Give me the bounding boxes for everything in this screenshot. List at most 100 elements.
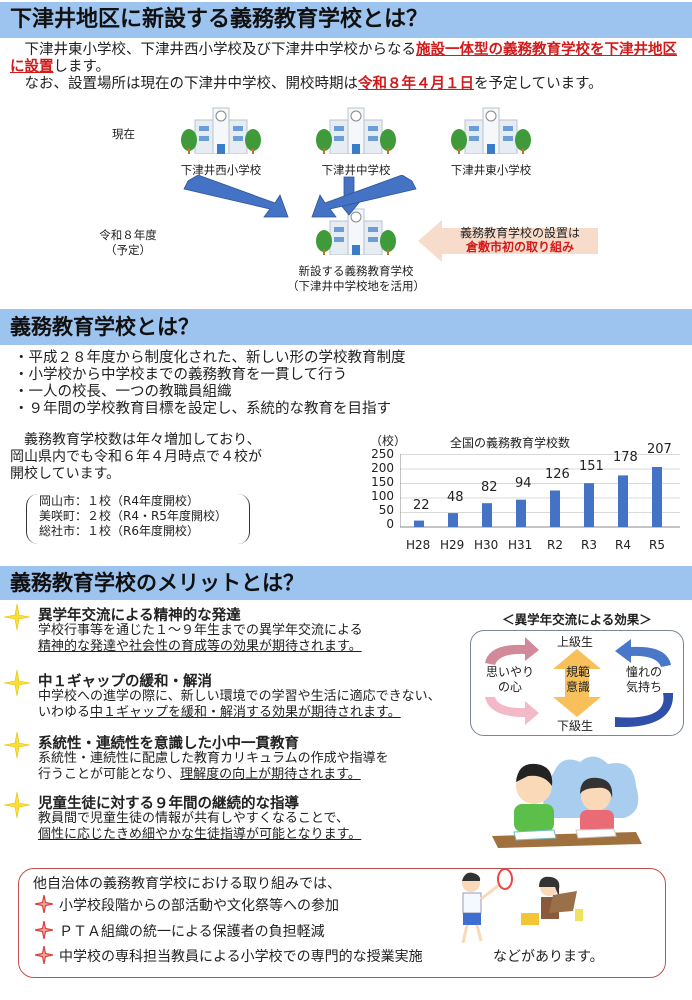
opening-date: 令和８年４月１日 (358, 76, 474, 92)
section-title-merits: 義務教育学校のメリットとは？ (0, 566, 692, 600)
initiative-item: ＰＴＡ組織の統一による保護者の負担軽減 (35, 921, 325, 941)
students-studying-illustration (492, 756, 642, 848)
school-name-east: 下津井東小学校 (450, 163, 532, 177)
list-item: 総社市：１校（R6年度開校） (39, 524, 199, 538)
chart-plot-area (400, 454, 680, 528)
new-school-note: （下津井中学校地を活用） (287, 279, 425, 293)
y-tick: 50 (378, 503, 394, 517)
center-line: 意識 (565, 680, 590, 694)
intro-text: 下津井東小学校、下津井西小学校及び下津井中学校からなる (10, 42, 416, 58)
initiative-item: 小学校段階からの部活動や文化祭等への参加 (35, 895, 339, 915)
growth-paragraph: 義務教育学校数は年々増加しており、 岡山県内でも令和６年４月時点で４校が 開校し… (10, 432, 350, 483)
bullet-item: ・小学校から中学校までの義務教育を一貫して行う (14, 367, 348, 383)
merit-highlight: 精神的な発達や社会性の育成等の効果が期待されます。 (38, 639, 362, 654)
sparkle-red-icon (35, 895, 53, 913)
data-label: 48 (447, 490, 464, 505)
merge-arrows-icon (183, 175, 417, 218)
left-line: 思いやり (485, 665, 534, 679)
merit-highlight: 中１ギャップを緩和・解消する効果が期待されます。 (90, 705, 401, 720)
paragraph-line: 岡山県内でも令和６年４月時点で４校が (10, 449, 262, 465)
x-tick: H28 (406, 538, 431, 552)
data-label: 151 (579, 459, 604, 474)
curved-arrow-navy-icon (615, 693, 674, 727)
upper-grade-label: 上級生 (557, 635, 594, 649)
new-school-label: 新設する義務教育学校 （下津井中学校地を活用） (276, 264, 436, 294)
merit-highlight: 個性に応じたきめ細やかな生徒指導が可能となります。 (38, 827, 362, 842)
initiative-text: 小学校段階からの部活動や文化祭等への参加 (59, 898, 339, 914)
x-tick: R4 (615, 538, 631, 552)
initiative-text: ＰＴＡ組織の統一による保護者の負担軽減 (59, 924, 325, 940)
x-tick: R3 (581, 538, 597, 552)
merit-highlight: 理解度の向上が期待されます。 (180, 767, 361, 782)
label-future-year: 令和８年度 (99, 228, 157, 242)
initiative-text: 中学校の専科担当教員による小学校での専門的な授業実施 (59, 949, 423, 965)
data-label: 126 (545, 467, 570, 482)
data-label: 178 (613, 450, 638, 465)
y-tick: 150 (371, 475, 394, 489)
left-line: の心 (497, 680, 522, 694)
feature-bullets: ・平成２８年度から制度化された、新しい形の学校教育制度 ・小学校から中学校までの… (14, 350, 406, 418)
sparkle-star-icon (4, 792, 30, 818)
y-tick: 250 (371, 447, 394, 461)
two-way-arrow-icon (553, 649, 601, 717)
merit-line: 系統性・連続性に配慮した教育カリキュラムの作成や指導を (38, 751, 389, 766)
x-tick: H29 (440, 538, 465, 552)
location-text: なお、設置場所は現在の下津井中学校、開校時期は (10, 76, 358, 92)
new-school-name: 新設する義務教育学校 (298, 264, 414, 278)
intro-text-end: します。 (53, 59, 111, 75)
bullet-item: ・一人の校長、一つの教職員組織 (14, 384, 232, 400)
school-name-middle: 下津井中学校 (321, 163, 391, 177)
merit-line: 教員間で児童生徒の情報が共有しやすくなることで、 (38, 811, 349, 826)
lower-grade-label: 下級生 (557, 719, 594, 733)
y-tick: 0 (386, 517, 394, 531)
x-tick: R2 (547, 538, 563, 552)
data-label: 94 (515, 476, 532, 491)
curved-arrow-pink-icon (485, 697, 539, 725)
school-building-icon (181, 107, 261, 154)
merit-line: 中学校への進学の際に、新しい環境での学習や生活に適応できない、 (38, 689, 441, 704)
x-tick: R5 (649, 538, 665, 552)
label-future-note: （予定） (105, 243, 151, 257)
sparkle-star-icon (4, 732, 30, 758)
bullet-item: ・平成２８年度から制度化された、新しい形の学校教育制度 (14, 350, 406, 366)
admiration-label: 憧れの 気持ち (611, 665, 677, 695)
label-future: 令和８年度 （予定） (96, 228, 160, 258)
merit-line: 学校行事等を通じた１～９年生までの異学年交流による (38, 623, 363, 638)
merit-title: 系統性・連続性を意識した小中一貫教育 (38, 736, 299, 752)
intro-paragraph: 下津井東小学校、下津井西小学校及び下津井中学校からなる施設一体型の義務教育学校を… (10, 42, 686, 93)
compassion-label: 思いやり の心 (477, 665, 543, 695)
school-building-icon (316, 107, 396, 154)
y-tick: 100 (371, 489, 394, 503)
other-cities-intro: 他自治体の義務教育学校における取り組みでは、 (33, 876, 341, 892)
chart-y-unit: （校） (370, 434, 407, 448)
merit-body: 中学校への進学の際に、新しい環境での学習や生活に適応できない、 いわゆる中１ギャ… (38, 689, 441, 721)
center-line: 規範 (565, 665, 590, 679)
sparkle-red-icon (35, 946, 53, 964)
data-label: 22 (413, 498, 430, 513)
merit-title: 異学年交流による精神的な発達 (38, 608, 241, 624)
list-item: 岡山市：１校（R4年度開校） (39, 494, 199, 508)
paragraph-line: 開校しています。 (10, 466, 121, 482)
effects-title: ＜異学年交流による効果＞ (502, 612, 652, 627)
data-label: 207 (647, 442, 672, 457)
sparkle-red-icon (35, 921, 53, 939)
okayama-school-list: 岡山市：１校（R4年度開校） 美咲町：２校（R4・R5年度開校） 総社市：１校（… (26, 494, 250, 544)
curved-arrow-blue-icon (615, 639, 671, 667)
effects-diagram: 上級生 下級生 規範 意識 思いやり の心 憧れの 気持ち (470, 630, 684, 736)
bullet-item: ・９年間の学校教育目標を設定し、系統的な教育を目指す (14, 401, 391, 417)
label-current: 現在 (112, 127, 135, 141)
merit-line: いわゆる (38, 705, 91, 720)
sparkle-star-icon (4, 670, 30, 696)
merit-title: 児童生徒に対する９年間の継続的な指導 (38, 796, 299, 812)
intro-highlight: 施設一体型の義務教育学校を下津井地区に設置 (10, 42, 677, 75)
new-school-building-icon (316, 208, 396, 255)
merit-line: 行うことが可能となり、 (38, 767, 181, 782)
callout-highlight: 倉敷市初の取り組み (465, 240, 574, 254)
school-name-west: 下津井西小学校 (180, 163, 262, 177)
norm-awareness-label: 規範 意識 (559, 665, 597, 695)
chart-title: 全国の義務教育学校数 (450, 436, 571, 450)
paragraph-line: 義務教育学校数は年々増加しており、 (10, 432, 261, 448)
school-building-icon (451, 107, 531, 154)
callout-line: 義務教育学校の設置は (459, 226, 580, 240)
merit-body: 系統性・連続性に配慮した教育カリキュラムの作成や指導を 行うことが可能となり、理… (38, 751, 389, 783)
